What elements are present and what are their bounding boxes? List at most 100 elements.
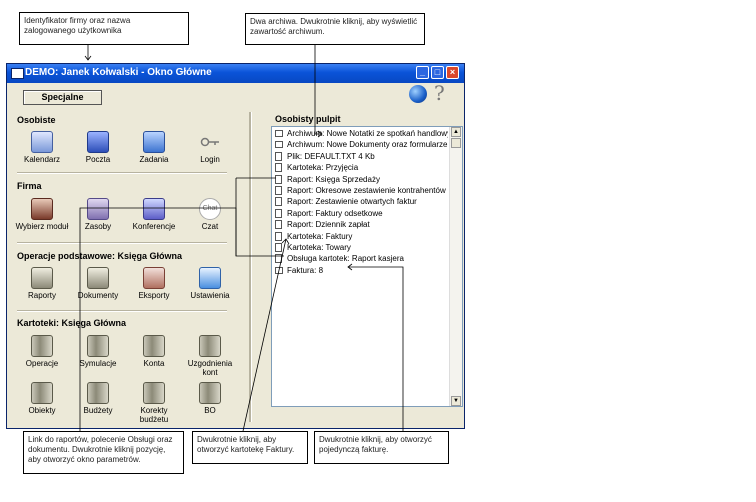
item-resources[interactable]: Zasoby — [70, 198, 126, 231]
key-icon — [199, 131, 221, 153]
settings-icon — [199, 267, 221, 289]
item-module[interactable]: Wybierz moduł — [14, 198, 70, 231]
item-label: Eksporty — [138, 291, 170, 300]
scroll-up-button[interactable]: ▲ — [451, 127, 461, 137]
list-item[interactable]: Raport: Faktury odsetkowe — [274, 208, 448, 219]
item-documents[interactable]: Dokumenty — [70, 267, 126, 300]
calendar-icon — [31, 131, 53, 153]
section-title-files: Kartoteki: Księga Główna — [17, 318, 127, 328]
item-tasks[interactable]: Zadania — [126, 131, 182, 164]
item-label: Login — [200, 155, 220, 164]
list-item[interactable]: Kartoteka: Towary — [274, 242, 448, 253]
section-title-personal: Osobiste — [17, 115, 56, 125]
resources-icon — [87, 198, 109, 220]
list-item[interactable]: Kartoteka: Przyjęcia — [274, 162, 448, 173]
chat-icon: Chat — [199, 198, 221, 220]
document-icon — [275, 197, 282, 207]
book-icon — [143, 335, 165, 357]
list-item-text: Obsługa kartotek: Raport kasjera — [287, 254, 404, 264]
item-label: Operacje — [25, 359, 59, 368]
minimize-button[interactable]: _ — [416, 66, 429, 79]
leader-arrow — [281, 238, 290, 245]
item-reconciliations[interactable]: Uzgodnienia kont — [182, 335, 238, 377]
book-icon — [31, 382, 53, 404]
section-divider — [17, 172, 227, 174]
leader-line — [348, 266, 404, 431]
item-bo[interactable]: BO — [182, 382, 238, 415]
tasks-icon — [143, 131, 165, 153]
list-item[interactable]: Plik: DEFAULT.TXT 4 Kb — [274, 151, 448, 162]
item-conference[interactable]: Konferencje — [126, 198, 182, 231]
leader-line — [242, 238, 287, 432]
desktop-list: Archiwum: Nowe Notatki ze spotkań handlo… — [274, 128, 448, 276]
reports-icon — [31, 267, 53, 289]
list-item[interactable]: Kartoteka: Faktury — [274, 231, 448, 242]
item-chat[interactable]: Chat Czat — [182, 198, 238, 231]
close-button[interactable]: × — [446, 66, 459, 79]
list-item[interactable]: Raport: Dziennik zapłat — [274, 219, 448, 230]
maximize-button[interactable]: □ — [431, 66, 444, 79]
item-export[interactable]: Eksporty — [126, 267, 182, 300]
app-icon — [11, 68, 24, 79]
book-icon — [143, 382, 165, 404]
item-label: Budżety — [83, 406, 113, 415]
conference-icon — [143, 198, 165, 220]
list-item-text: Kartoteka: Przyjęcia — [287, 163, 359, 173]
callout-archives: Dwa archiwa. Dwukrotnie kliknij, aby wyś… — [245, 13, 425, 45]
list-item[interactable]: Raport: Zestawienie otwartych faktur — [274, 196, 448, 207]
document-icon — [275, 151, 282, 161]
panel-splitter[interactable] — [249, 112, 252, 422]
list-item[interactable]: Raport: Księga Sprzedaży — [274, 174, 448, 185]
document-icon — [275, 231, 282, 241]
item-accounts[interactable]: Konta — [126, 335, 182, 368]
module-icon — [31, 198, 53, 220]
list-item[interactable]: Raport: Okresowe zestawienie kontrahentó… — [274, 185, 448, 196]
mail-icon — [87, 131, 109, 153]
title-bar[interactable]: DEMO: Janek Kołwalski - Okno Główne _ □ … — [7, 64, 464, 83]
section-divider — [17, 242, 227, 244]
item-simulations[interactable]: Symulacje — [70, 335, 126, 368]
list-item-text: Plik: DEFAULT.TXT 4 Kb — [287, 151, 375, 161]
folder-icon — [275, 130, 283, 137]
special-button[interactable]: Specjalne — [23, 90, 102, 105]
section-title-company: Firma — [17, 181, 42, 191]
book-icon — [199, 335, 221, 357]
item-budget-corrections[interactable]: Korekty budżetu — [126, 382, 182, 424]
document-icon — [275, 242, 282, 252]
list-item-text: Raport: Dziennik zapłat — [287, 220, 370, 230]
export-icon — [143, 267, 165, 289]
list-item[interactable]: Archiwum: Nowe Notatki ze spotkań handlo… — [274, 128, 448, 139]
leader-arrow — [317, 130, 323, 138]
item-calendar[interactable]: Kalendarz — [14, 131, 70, 164]
item-label: Uzgodnienia kont — [187, 359, 233, 377]
item-label: Poczta — [85, 155, 111, 164]
help-icon[interactable]: ? — [434, 81, 445, 105]
item-settings[interactable]: Ustawienia — [182, 267, 238, 300]
item-budgets[interactable]: Budżety — [70, 382, 126, 415]
leader-arrow — [84, 55, 92, 61]
item-operations[interactable]: Operacje — [14, 335, 70, 368]
desktop-list-box: Archiwum: Nowe Notatki ze spotkań handlo… — [271, 126, 463, 407]
list-item[interactable]: Archiwum: Nowe Dokumenty oraz formularze — [274, 139, 448, 150]
scroll-thumb[interactable] — [451, 138, 461, 148]
item-reports[interactable]: Raporty — [14, 267, 70, 300]
document-icon — [275, 208, 282, 218]
main-window: DEMO: Janek Kołwalski - Okno Główne _ □ … — [6, 63, 465, 429]
leader-line — [314, 45, 322, 135]
item-objects[interactable]: Obiekty — [14, 382, 70, 415]
scroll-down-button[interactable]: ▼ — [451, 396, 461, 406]
list-item-text: Raport: Zestawienie otwartych faktur — [287, 197, 417, 207]
item-login[interactable]: Login — [182, 131, 238, 164]
section-title-basic-ops: Operacje podstawowe: Księga Główna — [17, 251, 183, 261]
document-icon — [275, 185, 282, 195]
item-label: Symulacje — [79, 359, 117, 368]
globe-icon[interactable] — [409, 85, 427, 103]
item-mail[interactable]: Poczta — [70, 131, 126, 164]
list-item-text: Raport: Faktury odsetkowe — [287, 208, 383, 218]
documents-icon — [87, 267, 109, 289]
item-label: BO — [204, 406, 216, 415]
book-icon — [199, 382, 221, 404]
callout-reports-link: Link do raportów, polecenie Obsługi oraz… — [23, 431, 184, 474]
vertical-scrollbar[interactable]: ▲ ▼ — [449, 127, 462, 406]
